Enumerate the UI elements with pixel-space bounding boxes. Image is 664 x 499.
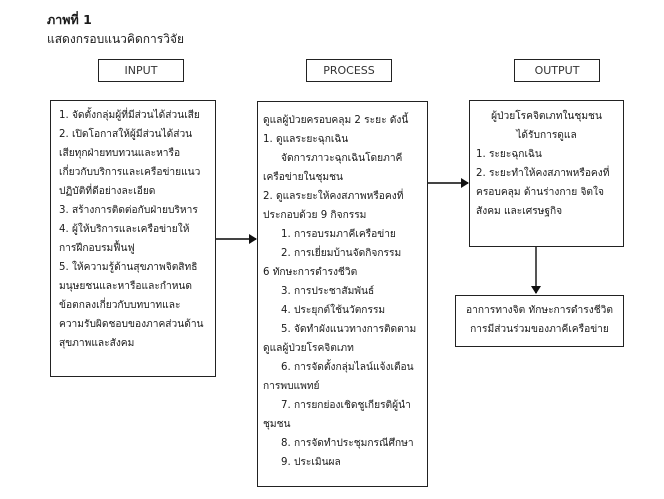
- process-line: 4. ประยุกต์ใช้นวัตกรรม: [281, 305, 386, 316]
- process-line: 6. การจัดตั้งกลุ่มไลน์แจ้งเตือน: [281, 362, 414, 373]
- process-line: 7. การยกย่องเชิดชูเกียรติผู้นำ: [281, 400, 411, 411]
- process-line: 6 ทักษะการดำรงชีวิต: [263, 267, 358, 278]
- input-line: สุขภาพและสังคม: [59, 338, 135, 349]
- output-header: OUTPUT: [514, 59, 600, 82]
- process-line: 2. ดูแลระยะให้คงสภาพหรือคงที่: [263, 191, 404, 202]
- input-line: 5. ให้ความรู้ด้านสุขภาพจิตสิทธิ: [59, 262, 198, 273]
- input-line: ปฏิบัติที่ดีอย่างละเอียด: [59, 186, 156, 197]
- outcome-line: อาการทางจิต ทักษะการดำรงชีวิต: [466, 305, 613, 316]
- input-line: 3. สร้างการติดต่อกับฝ่ายบริหาร: [59, 205, 198, 216]
- process-line: 9. ประเมินผล: [281, 457, 341, 468]
- outcome-box: อาการทางจิต ทักษะการดำรงชีวิต การมีส่วนร…: [455, 295, 624, 347]
- outcome-line: การมีส่วนร่วมของภาคีเครือข่าย: [470, 324, 609, 335]
- process-box: ดูแลผู้ป่วยครอบคลุม 2 ระยะ ดังนี้ 1. ดูแ…: [257, 101, 428, 487]
- process-line: 1. ดูแลระยะฉุกเฉิน: [263, 134, 349, 145]
- arrow-input-to-process: [216, 234, 257, 244]
- process-line: การพบแพทย์: [263, 381, 320, 392]
- process-line: ดูแลผู้ป่วยโรคจิตเภท: [263, 343, 354, 354]
- process-header: PROCESS: [306, 59, 392, 82]
- input-line: เสียทุกฝ่ายทบทวนและหารือ: [59, 148, 181, 159]
- process-line: จัดการภาวะฉุกเฉินโดยภาคี: [281, 153, 403, 164]
- input-line: ความรับผิดชอบของภาคส่วนด้าน: [59, 319, 204, 330]
- process-line: ประกอบด้วย 9 กิจกรรม: [263, 210, 367, 221]
- process-line: 3. การประชาสัมพันธ์: [281, 286, 375, 297]
- process-line: ดูแลผู้ป่วยครอบคลุม 2 ระยะ ดังนี้: [263, 115, 409, 126]
- input-box: 1. จัดตั้งกลุ่มผู้ที่มีส่วนได้ส่วนเสีย 2…: [50, 100, 216, 377]
- process-line: เครือข่ายในชุมชน: [263, 172, 343, 183]
- figure-title: แสดงกรอบแนวคิดการวิจัย: [47, 32, 184, 46]
- process-line: ชุมชน: [263, 419, 291, 430]
- output-box: ผู้ป่วยโรคจิตเภทในชุมชน ได้รับการดูแล 1.…: [469, 100, 624, 247]
- process-line: 5. จัดทำผังแนวทางการติดตาม: [281, 324, 417, 335]
- input-line: มนุษยชนและหารือและกำหนด: [59, 281, 193, 292]
- output-line: 1. ระยะฉุกเฉิน: [476, 149, 542, 160]
- process-line: 2. การเยี่ยมบ้านจัดกิจกรรม: [281, 248, 402, 259]
- arrow-output-to-outcome: [531, 247, 541, 294]
- input-line: 1. จัดตั้งกลุ่มผู้ที่มีส่วนได้ส่วนเสีย: [59, 110, 200, 121]
- output-line: ครอบคลุม ด้านร่างกาย จิตใจ: [476, 187, 604, 198]
- input-line: 2. เปิดโอกาสให้ผู้มีส่วนได้ส่วน: [59, 129, 193, 140]
- output-title-line: ได้รับการดูแล: [516, 130, 577, 141]
- process-line: 8. การจัดทำประชุมกรณีศึกษา: [281, 438, 414, 449]
- input-line: ข้อตกลงเกี่ยวกับบทบาทและ: [59, 300, 181, 311]
- input-line: 4. ผู้ให้บริการและเครือข่ายให้: [59, 224, 190, 235]
- output-title-line: ผู้ป่วยโรคจิตเภทในชุมชน: [491, 111, 602, 122]
- arrow-process-to-output: [428, 178, 469, 188]
- input-line: เกี่ยวกับบริการและเครือข่ายแนว: [59, 167, 201, 178]
- process-line: 1. การอบรมภาคีเครือข่าย: [281, 229, 396, 240]
- figure-number: ภาพที่ 1: [47, 12, 92, 27]
- output-line: 2. ระยะทำให้คงสภาพหรือคงที่: [476, 168, 610, 179]
- input-header: INPUT: [98, 59, 184, 82]
- output-line: สังคม และเศรษฐกิจ: [476, 206, 563, 217]
- input-line: การฝึกอบรมฟื้นฟู: [59, 243, 135, 254]
